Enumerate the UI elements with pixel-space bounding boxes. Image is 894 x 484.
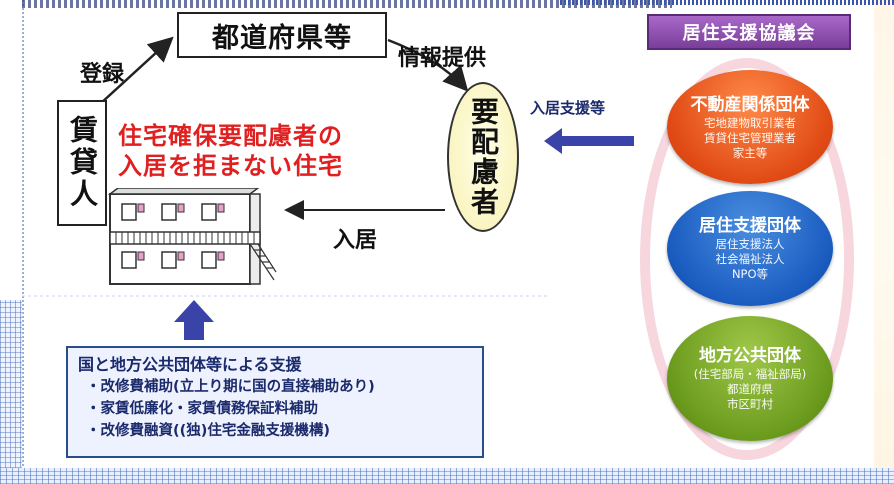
support-box: 国と地方公共団体等による支援 ・改修費補助(立上り期に国の直接補助あり) ・家賃… [66, 346, 484, 458]
org-local-government: 地方公共団体 (住宅部局・福祉部局) 都道府県 市区町村 [667, 316, 833, 441]
org-member: 居住支援法人 [715, 237, 785, 251]
support-item: ・改修費融資((独)住宅金融支援機構) [86, 423, 331, 439]
move-in-support-label: 入居支援等 [530, 99, 606, 117]
bottom-grid-decoration [0, 468, 894, 484]
council-ellipse [640, 58, 854, 460]
info-provision-arrow [387, 38, 469, 92]
org-member: 市区町村 [727, 397, 773, 411]
org-member: 家主等 [732, 145, 768, 160]
needer-ellipse: 要配慮者 [447, 82, 519, 232]
housing-title-line-1: 住宅確保要配慮者の [118, 122, 343, 150]
support-title: 国と地方公共団体等による支援 [78, 355, 302, 374]
apartment-building-icon [108, 188, 277, 285]
top-border-decoration [22, 0, 672, 8]
org-member: 都道府県 [727, 382, 773, 396]
org-member: (住宅部局・福祉部局) [693, 367, 807, 381]
needer-label: 要配慮者 [467, 97, 500, 217]
registration-label: 登録 [80, 62, 125, 87]
move-in-support-arrow [544, 128, 634, 154]
org-name: 地方公共団体 [699, 346, 801, 366]
council-title: 居住支援協議会 [647, 14, 851, 50]
top-border-decoration-right [560, 0, 894, 5]
support-item: ・家賃低廉化・家賃債務保証料補助 [86, 401, 318, 417]
prefecture-box: 都道府県等 [177, 12, 387, 58]
left-grid-decoration [0, 300, 22, 468]
org-housing-support: 居住支援団体 居住支援法人 社会福祉法人 NPO等 [667, 191, 833, 306]
org-member: 宅地建物取引業者 [704, 115, 796, 130]
housing-title-line-2: 入居を拒まない住宅 [118, 152, 343, 180]
org-real-estate: 不動産関係団体 宅地建物取引業者 賃貸住宅管理業者 家主等 [667, 70, 833, 184]
registration-arrow [99, 36, 174, 105]
org-member: 賃貸住宅管理業者 [704, 130, 796, 145]
org-name: 居住支援団体 [699, 216, 801, 236]
support-up-arrow [174, 300, 214, 340]
support-item: ・改修費補助(立上り期に国の直接補助あり) [86, 379, 375, 395]
org-member: 社会福祉法人 [715, 252, 785, 266]
housing-title: 住宅確保要配慮者の 入居を拒まない住宅 [118, 121, 380, 181]
move-in-label: 入居 [333, 228, 378, 253]
landlord-box: 賃貸人 [57, 100, 107, 226]
org-member: NPO等 [731, 267, 769, 281]
info-provision-label: 情報提供 [398, 46, 487, 71]
org-name: 不動産関係団体 [690, 94, 810, 115]
